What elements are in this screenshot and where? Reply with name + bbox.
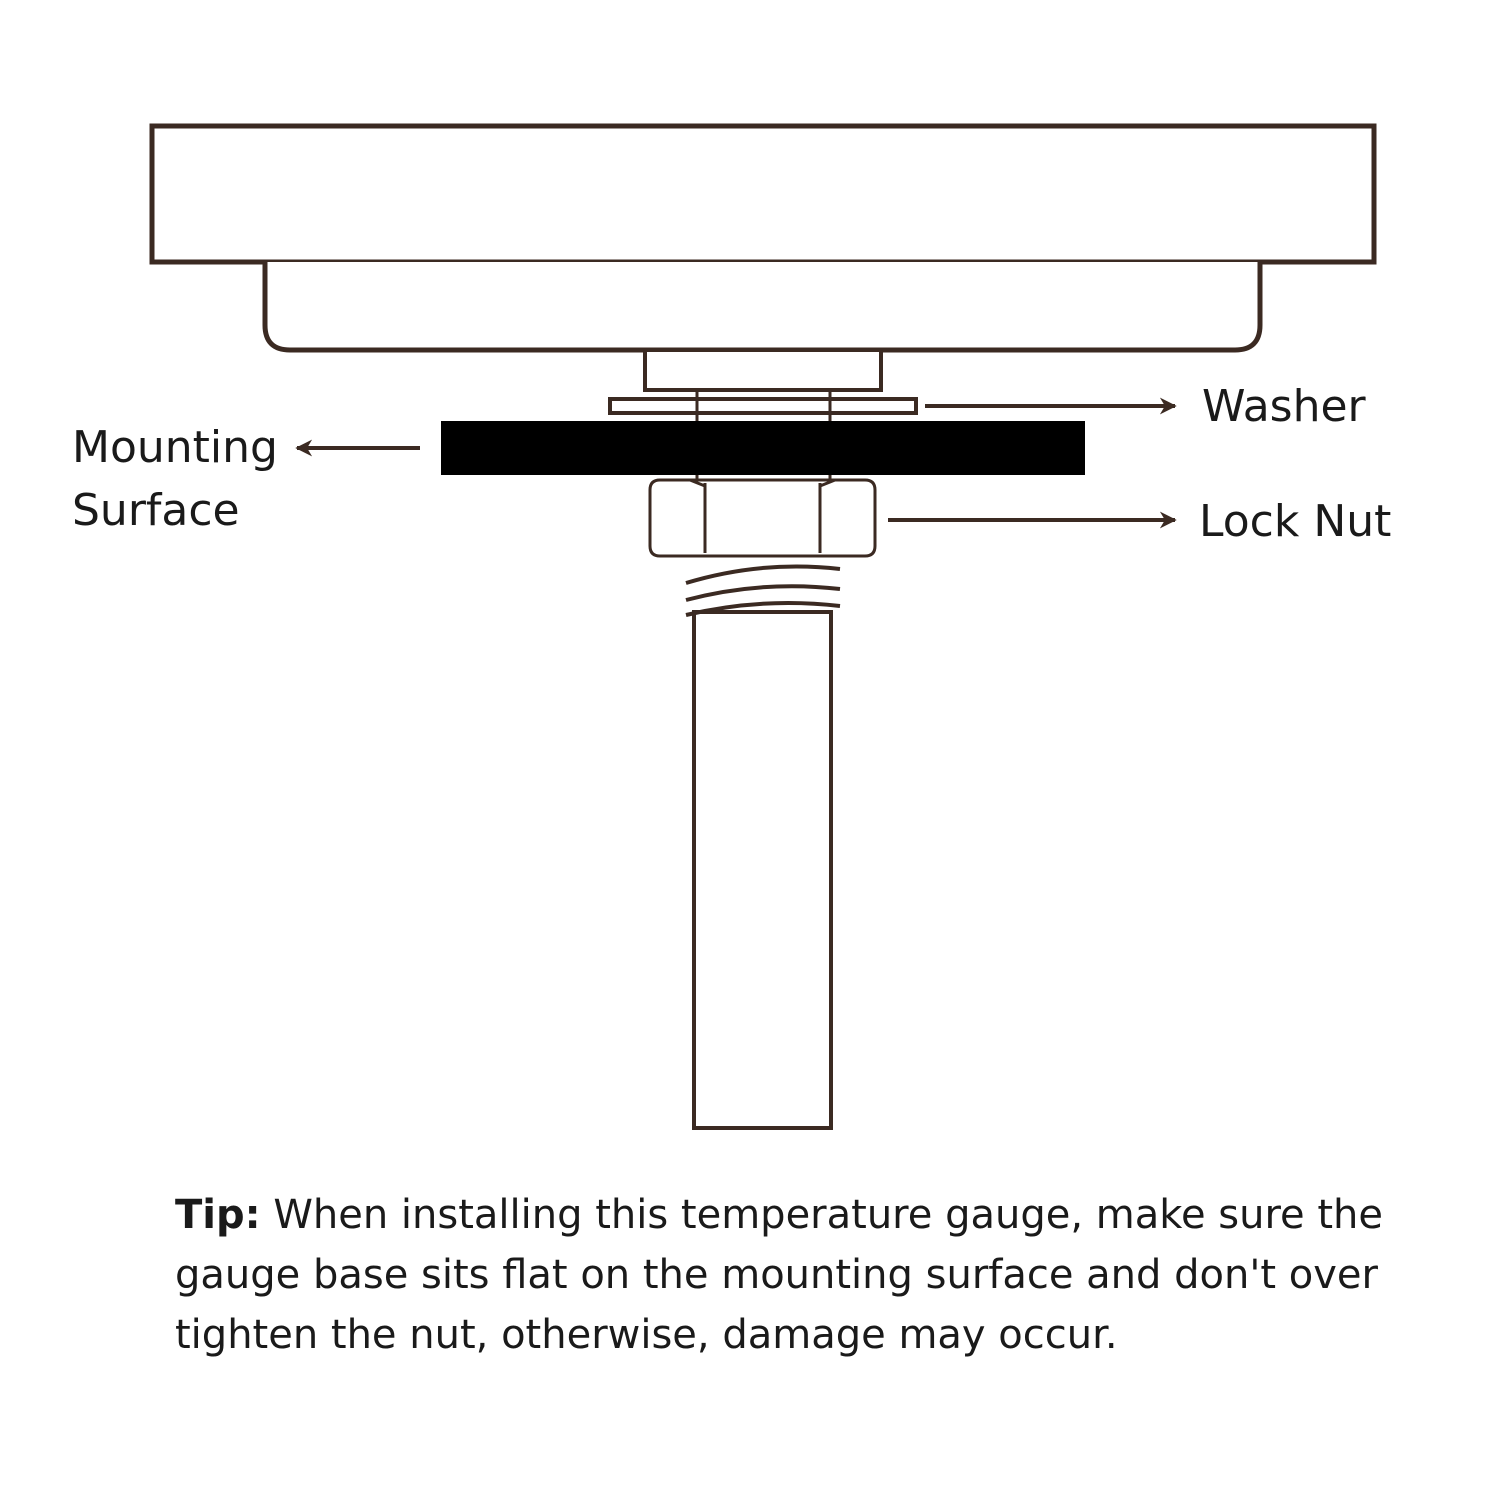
washer-label: Washer <box>1202 381 1367 432</box>
lock-nut <box>648 478 877 558</box>
mounting-surface-label-line2: Surface <box>72 485 240 536</box>
stem-threads <box>685 564 841 617</box>
gauge-body <box>262 262 1263 353</box>
lock-nut-label: Lock Nut <box>1199 496 1391 547</box>
tip-text: When installing this temperature gauge, … <box>175 1192 1384 1358</box>
tip-heading: Tip: <box>175 1192 261 1238</box>
mounting-surface <box>441 421 1085 475</box>
probe-stem <box>692 610 833 1130</box>
washer <box>608 397 918 415</box>
gauge-rim <box>149 123 1377 265</box>
installation-tip: Tip: When installing this temperature ga… <box>175 1185 1415 1365</box>
gauge-base <box>643 348 883 392</box>
mounting-surface-label-line1: Mounting <box>72 422 278 473</box>
